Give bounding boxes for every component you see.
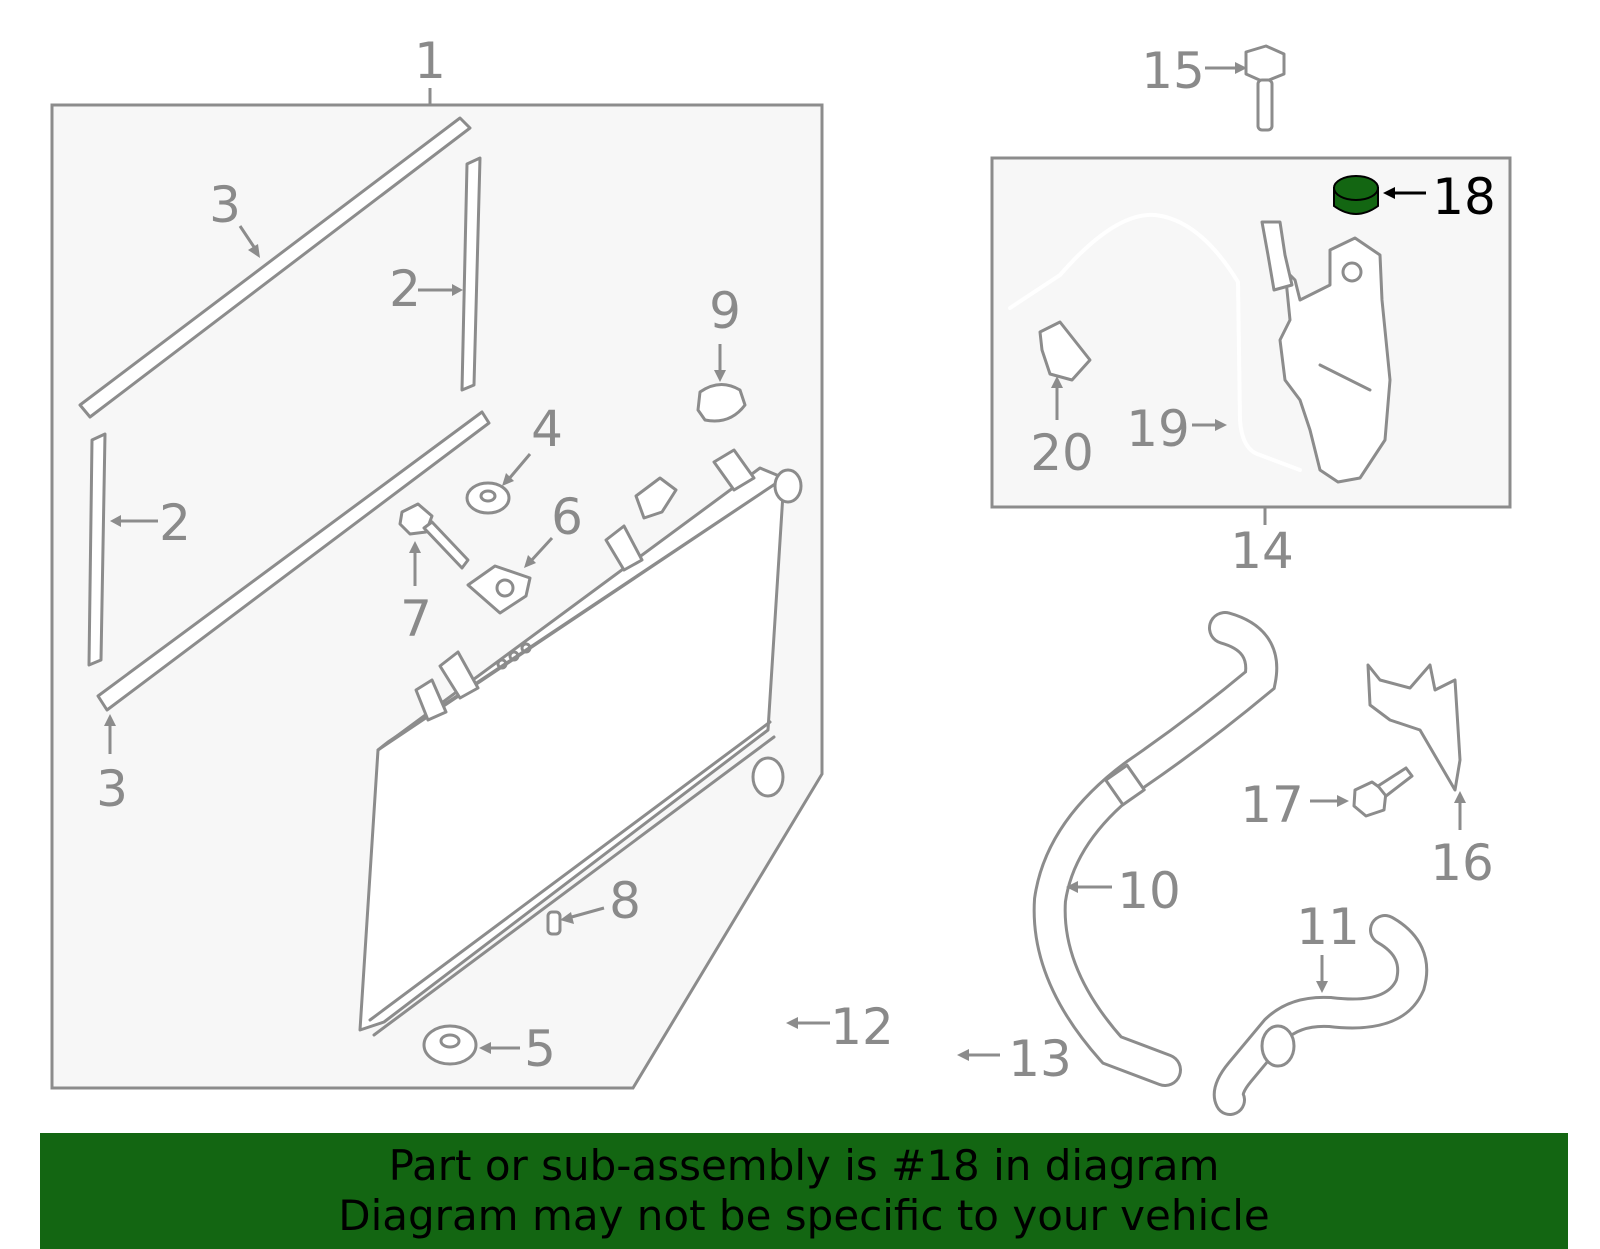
part-7-bolt[interactable] [398, 502, 470, 570]
part-15-bolt[interactable] [1244, 44, 1286, 132]
callout-10: 10 [1117, 862, 1181, 920]
part-10-upper-radiator-hose[interactable] [1032, 611, 1279, 1087]
callout-2-right: 2 [389, 260, 421, 318]
part-3-lower-seal-strip[interactable] [96, 410, 491, 712]
callout-13: 13 [1008, 1030, 1072, 1088]
part-19-overflow-hose[interactable] [1008, 212, 1302, 472]
leader-lines [104, 62, 1466, 1061]
part-12-coolant-pipe[interactable] [752, 737, 1053, 1093]
coolant-reservoir-tank[interactable] [1260, 220, 1392, 484]
part-9-cap[interactable] [696, 383, 747, 423]
callout-12: 12 [830, 998, 894, 1056]
part-6-bracket[interactable] [466, 564, 532, 615]
banner-part-line: Part or sub-assembly is #18 in diagram [388, 1141, 1220, 1190]
callout-2-left: 2 [159, 494, 191, 552]
callout-14: 14 [1230, 522, 1294, 580]
part-info-banner: Part or sub-assembly is #18 in diagram D… [40, 1133, 1568, 1249]
part-3-upper-seal-strip[interactable] [78, 116, 472, 419]
callout-3-lower: 3 [96, 760, 128, 818]
part-18-reservoir-cap[interactable] [1333, 175, 1379, 215]
radiator-core[interactable] [358, 448, 803, 1037]
callout-3-upper: 3 [209, 176, 241, 234]
part-13-heater-hose[interactable] [892, 907, 1006, 1086]
callout-labels: 1 3 2 2 3 9 4 6 7 8 5 15 18 19 20 14 10 … [96, 32, 1496, 1088]
callout-15: 15 [1141, 42, 1205, 100]
callout-8: 8 [609, 872, 641, 930]
part-4-mount-washer[interactable] [465, 481, 511, 515]
callout-20: 20 [1030, 424, 1094, 482]
callout-19: 19 [1126, 400, 1190, 458]
part-16-bracket[interactable] [1366, 663, 1462, 792]
callout-9: 9 [709, 282, 741, 340]
callout-11: 11 [1296, 898, 1360, 956]
part-20-hose-clip[interactable] [1038, 320, 1092, 382]
part-11-lower-radiator-hose[interactable] [1212, 914, 1429, 1116]
part-5-lower-mount[interactable] [422, 1024, 478, 1066]
banner-disclaimer-line: Diagram may not be specific to your vehi… [338, 1191, 1270, 1240]
callout-18: 18 [1432, 168, 1496, 226]
part-8-drain-plug[interactable] [546, 910, 562, 936]
radiator-assembly-frame [50, 103, 824, 1090]
callout-17: 17 [1240, 776, 1304, 834]
part-2-right-seal-strip[interactable] [460, 156, 482, 392]
part-17-bolt[interactable] [1352, 766, 1414, 818]
callout-16: 16 [1430, 834, 1494, 892]
callout-4: 4 [531, 400, 563, 458]
part-2-left-seal-strip[interactable] [87, 432, 107, 667]
callout-1: 1 [414, 32, 446, 90]
callout-6: 6 [551, 488, 583, 546]
callout-7: 7 [400, 590, 432, 648]
callout-5: 5 [524, 1020, 556, 1078]
